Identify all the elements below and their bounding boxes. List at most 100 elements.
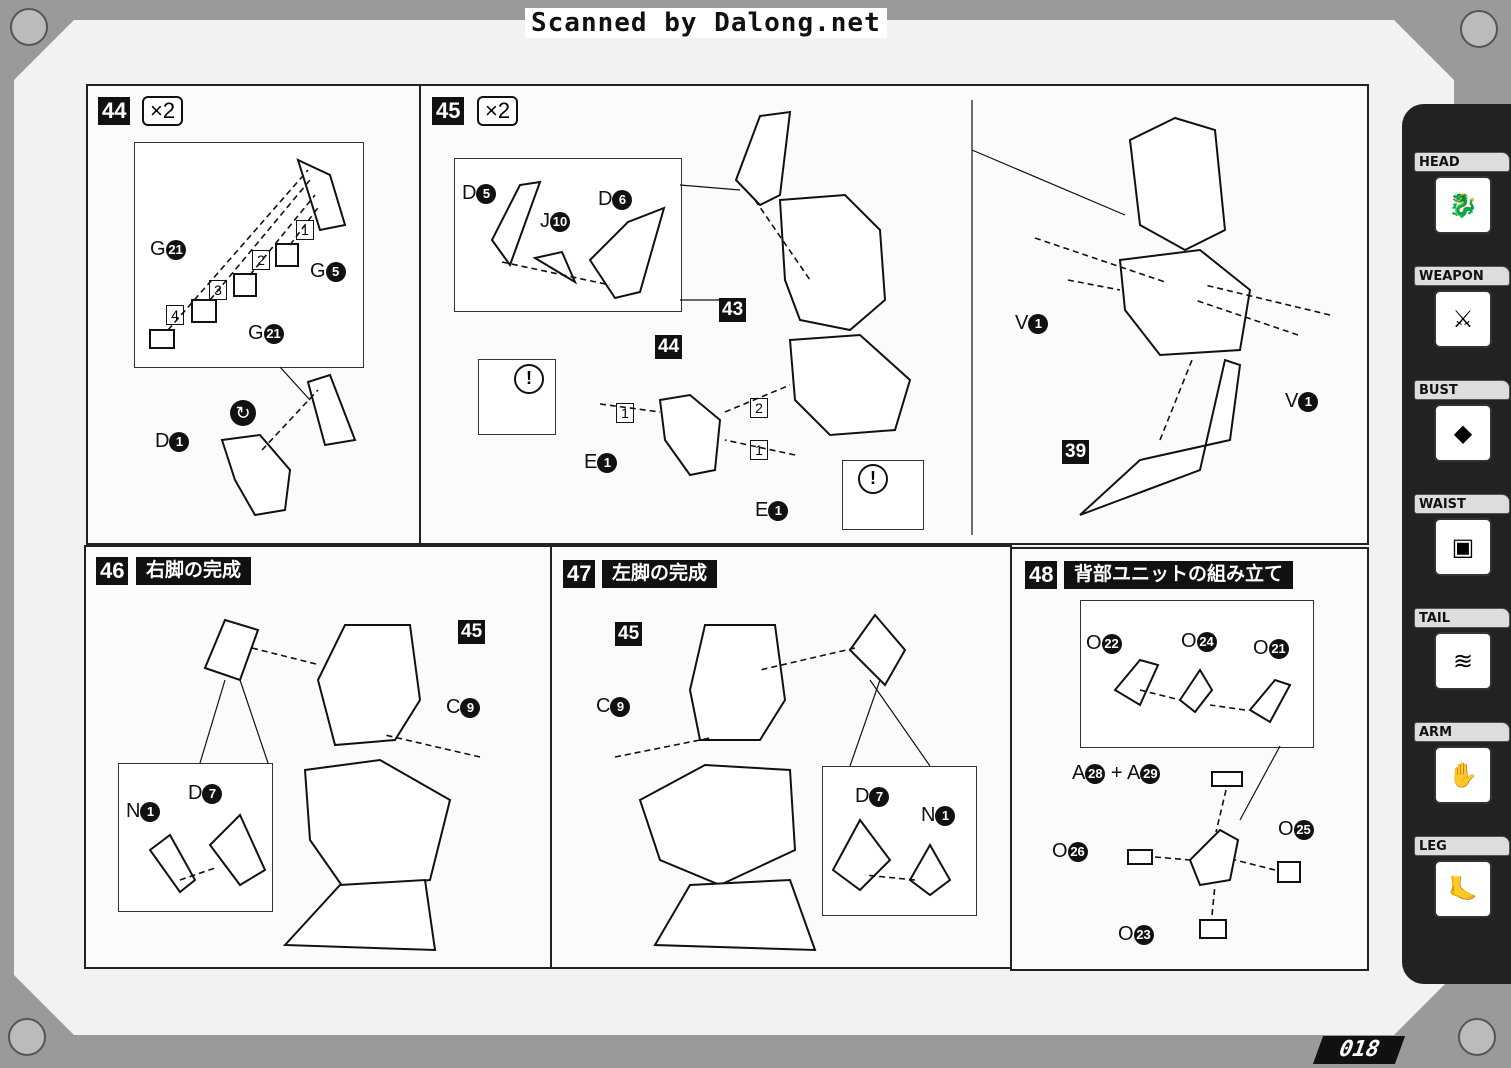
step-45-number: 45 xyxy=(432,97,465,125)
bust-icon: ◆ xyxy=(1434,404,1492,462)
step-46-number: 46 xyxy=(96,557,129,585)
part-number: 29 xyxy=(1140,763,1161,784)
part-drawing xyxy=(1127,849,1301,939)
part-drawing xyxy=(149,243,299,349)
tab-label: LEG xyxy=(1414,836,1510,856)
part-number: 1 xyxy=(597,452,618,473)
corner-bolt-icon xyxy=(10,8,48,46)
step-47-title: 左脚の完成 xyxy=(602,560,718,588)
part-number: 26 xyxy=(1067,841,1088,862)
tab-bust[interactable]: BUST ◆ xyxy=(1414,380,1510,462)
tab-label: ARM xyxy=(1414,722,1510,742)
part-drawing xyxy=(1188,828,1240,887)
part-drawing xyxy=(296,158,347,232)
part-drawing xyxy=(220,433,292,517)
ref-44: 44 xyxy=(655,335,683,359)
tab-arm[interactable]: ARM✋ xyxy=(1414,722,1510,804)
part-drawing xyxy=(1079,358,1242,516)
part-drawing xyxy=(1128,116,1227,252)
waist-icon: ▣ xyxy=(1434,518,1492,576)
step-44-number: 44 xyxy=(98,97,131,125)
part-drawing xyxy=(848,613,907,687)
ref-39: 39 xyxy=(1062,440,1090,464)
tab-leg[interactable]: LEG 🦶 xyxy=(1414,836,1510,918)
leader-line xyxy=(199,679,931,767)
part-number: 7 xyxy=(202,783,223,804)
step-47-number: 47 xyxy=(563,560,596,588)
tab-label: WAIST xyxy=(1414,494,1510,514)
part-drawing xyxy=(1113,658,1292,724)
tab-label: BUST xyxy=(1414,380,1510,400)
part-drawing xyxy=(306,373,357,447)
tab-weapon[interactable]: WEAPON ⚔ xyxy=(1414,266,1510,348)
tab-head[interactable]: HEAD🐉 xyxy=(1414,152,1510,234)
part-drawing xyxy=(688,624,787,741)
part-drawing xyxy=(1211,771,1243,787)
tab-waist[interactable]: WAIST ▣ xyxy=(1414,494,1510,576)
part-number: 1 xyxy=(140,801,161,822)
part-drawing xyxy=(734,110,792,207)
step-46-title: 右脚の完成 xyxy=(136,557,252,585)
step-48-title: 背部ユニットの組み立て xyxy=(1064,561,1294,589)
part-drawing xyxy=(778,193,887,332)
assembly-arrow xyxy=(251,647,481,758)
part-number: 9 xyxy=(460,697,481,718)
tab-label: WEAPON xyxy=(1414,266,1510,286)
assembly-arrow xyxy=(261,389,319,451)
caution-icon: ! xyxy=(858,464,888,494)
caution-icon: ! xyxy=(514,364,544,394)
rotate-icon: ↻ xyxy=(230,400,256,426)
part-number: 21 xyxy=(165,239,186,260)
order-box: 2 xyxy=(750,398,768,418)
part-drawing xyxy=(303,758,452,892)
page-number: 018 xyxy=(1312,1036,1406,1064)
part-number: 5 xyxy=(325,261,346,282)
part-number: 1 xyxy=(768,500,789,521)
part-number: 10 xyxy=(550,211,570,232)
part-drawing xyxy=(532,250,578,285)
part-number: 25 xyxy=(1293,819,1314,840)
part-drawing xyxy=(203,618,260,682)
scan-credit: Scanned by Dalong.net xyxy=(525,8,887,38)
leg-icon: 🦶 xyxy=(1434,860,1492,918)
part-number: 21 xyxy=(263,323,284,344)
part-number: 1 xyxy=(169,431,190,452)
order-box: 1 xyxy=(296,220,314,240)
ref-43: 43 xyxy=(719,298,747,322)
part-number: 28 xyxy=(1085,763,1106,784)
tab-tail[interactable]: TAIL≋ xyxy=(1414,608,1510,690)
part-drawing xyxy=(282,878,437,952)
part-number: 6 xyxy=(612,189,633,210)
order-box: 4 xyxy=(166,305,184,325)
part-drawing xyxy=(1118,248,1252,357)
weapon-icon: ⚔ xyxy=(1434,290,1492,348)
part-drawing xyxy=(148,813,267,894)
divider-line xyxy=(971,100,1126,535)
order-box: 1 xyxy=(750,440,768,460)
ref-45: 45 xyxy=(458,620,486,644)
assembly-arrow xyxy=(501,261,611,286)
part-drawing xyxy=(658,393,722,477)
part-drawing xyxy=(638,763,797,887)
part-drawing xyxy=(588,206,666,300)
step-48-number: 48 xyxy=(1025,561,1058,589)
